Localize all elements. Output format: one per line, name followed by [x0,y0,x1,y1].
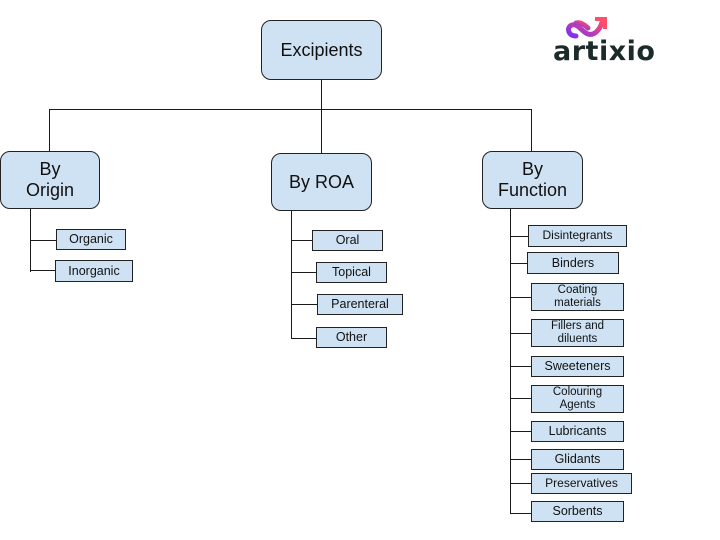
category-node-by-function: By Function [482,151,583,209]
connector-organic [30,240,56,241]
leaf-label: Glidants [554,452,601,467]
leaf-preservatives: Preservatives [531,473,632,494]
leaf-coating-materials: Coating materials [531,283,624,311]
leaf-label: Sweeteners [544,359,611,374]
leaf-label: Binders [551,255,595,270]
leaf-topical: Topical [316,262,387,283]
connector-coating [510,297,531,298]
connector-horizontal-bus [49,109,532,110]
connector-preservatives [510,483,531,484]
connector-function-trunk [510,209,511,514]
artixio-logo-icon [566,17,607,39]
leaf-other: Other [316,327,387,348]
category-label: By Origin [25,159,74,200]
category-label: By Function [497,159,568,200]
connector-binders [510,263,527,264]
root-node-excipients: Excipients [261,20,382,80]
leaf-sorbents: Sorbents [531,501,624,522]
root-label: Excipients [280,39,363,60]
leaf-label: Oral [335,233,360,248]
category-node-by-roa: By ROA [271,153,372,211]
category-node-by-origin: By Origin [0,151,100,209]
connector-disintegrants [510,236,528,237]
connector-oral [291,240,312,241]
leaf-label: Colouring Agents [552,385,603,411]
connector-sorbents [510,513,531,514]
leaf-label: Lubricants [548,424,607,439]
leaf-disintegrants: Disintegrants [528,225,627,247]
connector-colouring [510,398,531,399]
leaf-lubricants: Lubricants [531,421,624,442]
connector-lubricants [510,431,531,432]
connector-to-origin [49,109,50,152]
leaf-label: Parenteral [331,297,389,312]
leaf-sweeteners: Sweeteners [531,356,624,377]
leaf-label: Topical [332,265,371,280]
leaf-label: Disintegrants [542,228,613,243]
connector-root-down [321,80,322,109]
category-label: By ROA [288,171,354,192]
leaf-label: Coating materials [554,283,601,309]
leaf-binders: Binders [527,252,619,274]
leaf-label: Sorbents [552,504,603,519]
connector-fillers [510,333,531,334]
connector-roa-trunk [291,211,292,339]
leaf-label: Inorganic [68,263,120,278]
leaf-organic: Organic [56,229,126,250]
connector-inorganic [30,270,56,271]
leaf-inorganic: Inorganic [55,260,133,282]
connector-glidants [510,459,531,460]
connector-to-roa [321,109,322,154]
leaf-fillers-and-diluents: Fillers and diluents [531,319,624,347]
connector-to-function [531,109,532,152]
leaf-colouring-agents: Colouring Agents [531,385,624,413]
connector-sweeteners [510,366,531,367]
leaf-label: Fillers and diluents [550,319,605,345]
connector-parenteral [291,304,317,305]
leaf-label: Organic [69,232,113,247]
leaf-glidants: Glidants [531,449,624,470]
leaf-label: Preservatives [545,475,618,490]
connector-topical [291,272,316,273]
connector-other [291,338,316,339]
leaf-oral: Oral [312,230,383,251]
artixio-logo-text: artixio [553,36,656,67]
leaf-parenteral: Parenteral [317,294,403,315]
leaf-label: Other [335,330,368,345]
